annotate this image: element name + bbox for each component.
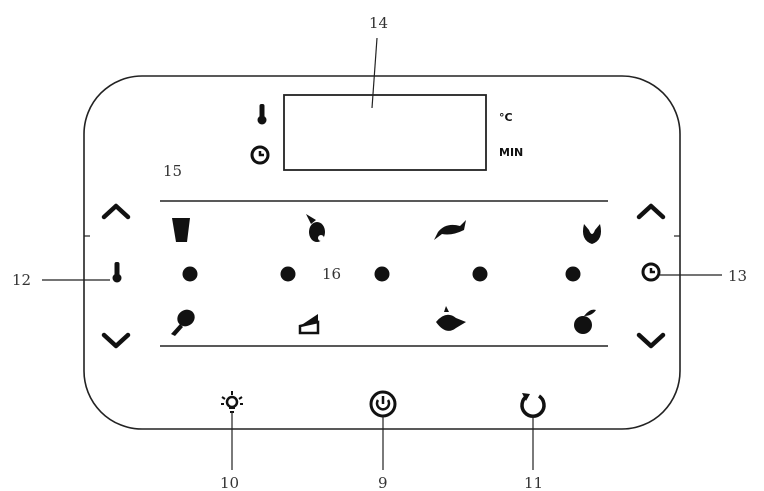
bell-pepper-icon (436, 306, 466, 331)
light-bulb-icon (221, 391, 243, 413)
program-pepper-button[interactable] (436, 306, 466, 331)
callout-14: 14 (369, 14, 388, 32)
temperature-down-button[interactable] (101, 332, 131, 349)
program-cup-button[interactable] (172, 218, 190, 242)
program-indicator (182, 266, 198, 282)
power-button[interactable] (369, 390, 397, 418)
program-apple-button[interactable] (574, 309, 596, 334)
thermometer-icon (257, 104, 267, 125)
time-up-button[interactable] (636, 203, 666, 220)
temperature-up-button[interactable] (101, 203, 131, 220)
power-icon (369, 390, 397, 418)
fish-icon (434, 220, 466, 240)
time-down-button[interactable] (636, 332, 666, 349)
drumstick-icon (171, 309, 195, 336)
program-indicator (565, 266, 581, 282)
unit-minutes-label: MIN (499, 146, 523, 159)
chevron-up-icon (101, 203, 131, 220)
cup-icon (172, 218, 190, 242)
program-indicator (472, 266, 488, 282)
program-croissant-button[interactable] (583, 224, 601, 244)
program-chicken-button[interactable] (306, 214, 325, 242)
rotate-button[interactable] (520, 393, 546, 418)
chicken-leg-icon (306, 214, 325, 242)
callout-15: 15 (163, 162, 182, 180)
display-window (283, 94, 487, 171)
program-cake-button[interactable] (298, 314, 320, 335)
chevron-down-icon (636, 332, 666, 349)
callout-11: 11 (524, 474, 543, 491)
leader-line-14 (371, 37, 378, 109)
callout-16: 16 (322, 265, 341, 283)
program-indicator (374, 266, 390, 282)
unit-celsius-label: °C (499, 111, 513, 124)
thermometer-icon (112, 262, 122, 283)
clock-icon (641, 262, 661, 282)
cake-slice-icon (298, 314, 320, 335)
apple-icon (574, 309, 596, 334)
light-button[interactable] (221, 391, 243, 413)
callout-12: 12 (12, 271, 31, 289)
rotate-icon (520, 393, 546, 418)
program-indicator (280, 266, 296, 282)
chevron-down-icon (101, 332, 131, 349)
program-fish-button[interactable] (434, 220, 466, 240)
croissant-icon (583, 224, 601, 244)
callout-9: 9 (378, 474, 388, 491)
program-drumstick-button[interactable] (171, 306, 198, 336)
callout-13: 13 (728, 267, 747, 285)
panel-outline (83, 75, 681, 430)
callout-10: 10 (220, 474, 239, 491)
clock-icon (250, 145, 270, 165)
chevron-up-icon (636, 203, 666, 220)
